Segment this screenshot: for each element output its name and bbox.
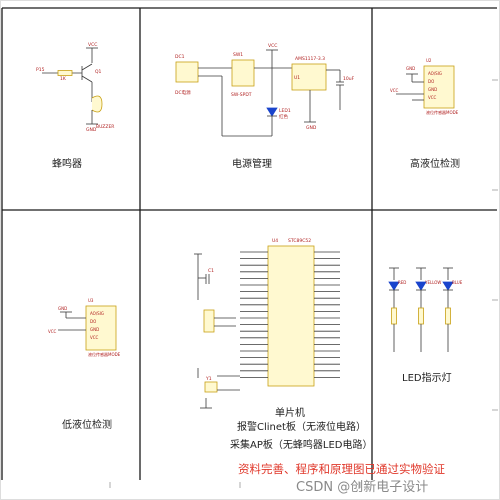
power-reg-ref: U1 — [294, 75, 300, 81]
low-vcc-label: VCC — [48, 329, 57, 334]
led-resistor — [418, 307, 424, 325]
mcu-ref-label: U4 — [272, 238, 278, 244]
buzzer-q-label: Q1 — [95, 69, 102, 75]
mcu-note-line2: 采集AP板（无蜂鸣器LED电路） — [230, 440, 373, 451]
buzzer-circuit — [42, 47, 103, 125]
led-panel-title: LED指示灯 — [402, 373, 452, 384]
low-level-circuit — [58, 305, 117, 351]
power-cap-label: 10uF — [343, 76, 355, 82]
led-diode — [388, 281, 400, 291]
margin-ticks — [109, 79, 498, 488]
power-dc-name: DC电源 — [175, 89, 191, 96]
led-diode — [442, 281, 454, 291]
low-level-panel-title: 低液位检测 — [62, 420, 112, 431]
led-diode — [415, 281, 427, 291]
high-gnd-label: GND — [406, 66, 415, 71]
led-color-label: RED — [398, 280, 406, 285]
buzzer-res-label: 1K — [60, 76, 67, 82]
mcu-panel-title: 单片机 — [275, 408, 305, 419]
low-module-name: 液位传感器MODE — [88, 351, 121, 357]
high-vcc-label: VCC — [390, 88, 399, 93]
led-color-label: BLUE — [452, 280, 463, 285]
led-resistor — [391, 307, 397, 325]
power-circuit — [175, 49, 344, 137]
mcu-part-label: STC89C52 — [288, 238, 311, 244]
low-pin-2: DO — [90, 319, 96, 324]
buzzer-vcc-label: VCC — [88, 42, 97, 48]
low-gnd-label: GND — [58, 306, 67, 311]
high-pin-3: GND — [428, 87, 437, 92]
low-module-ref: U3 — [88, 298, 94, 303]
power-sw-label: SW1 — [233, 52, 243, 58]
buzzer-pin-label: P15 — [36, 67, 45, 73]
mcu-circuit — [194, 245, 340, 409]
high-module-name: 液位传感器MODE — [426, 109, 459, 115]
low-pin-3: GND — [90, 327, 99, 332]
high-level-circuit — [396, 65, 455, 109]
led-resistor — [445, 307, 451, 325]
power-vcc-label: VCC — [268, 43, 277, 49]
buzzer-gnd-label: GND — [86, 127, 97, 133]
watermark-line1: 资料完善、程序和原理图已通过实物验证 — [238, 462, 445, 476]
mcu-crystal-label: Y1 — [205, 376, 212, 382]
low-pin-1: AO/SIG — [90, 311, 104, 316]
high-pin-2: DO — [428, 79, 434, 84]
high-level-panel-title: 高液位检测 — [410, 159, 460, 170]
high-module-ref: U2 — [426, 58, 432, 63]
power-led-name: 红色 — [279, 113, 288, 120]
power-gnd-label: GND — [306, 125, 317, 131]
led-circuit: RED YELLOW BLUE — [388, 267, 463, 352]
high-pin-1: AO/SIG — [428, 71, 442, 76]
power-sw-name: SW-SPDT — [231, 92, 252, 98]
led-color-label: YELLOW — [424, 280, 441, 285]
panel-frames — [1, 7, 497, 480]
low-pin-4: VCC — [90, 335, 99, 340]
watermark-line2: CSDN @创新电子设计 — [296, 480, 429, 495]
power-reg-label: AMS1117-3.3 — [295, 56, 325, 62]
high-pin-4: VCC — [428, 95, 437, 100]
buzzer-panel-title: 蜂鸣器 — [52, 159, 82, 170]
power-panel-title: 电源管理 — [232, 159, 272, 170]
power-dc-label: DC1 — [175, 54, 185, 60]
power-led-label: LED1 — [279, 108, 291, 114]
buzzer-name-label: BUZZER — [96, 124, 114, 130]
mcu-note-line1: 报警Clinet板（无液位电路） — [237, 422, 366, 433]
mcu-cap-label: C1 — [208, 268, 214, 274]
